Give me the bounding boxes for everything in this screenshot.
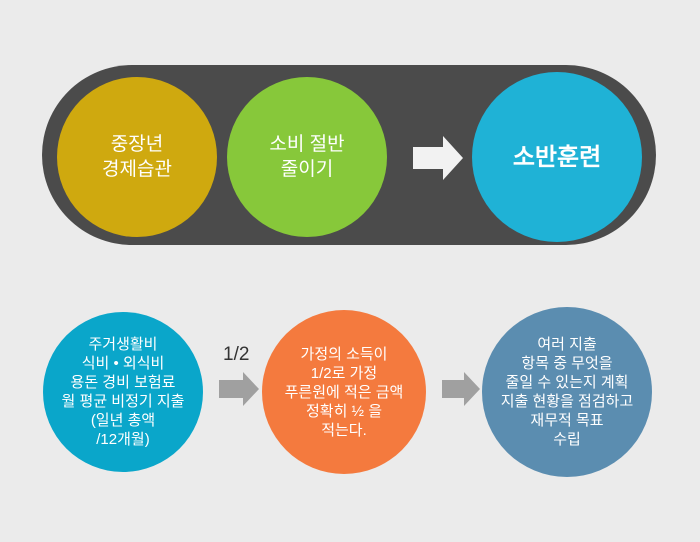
step-text: 수립 [553,431,581,448]
step-text: 줄일 수 있는지 계획 [505,374,629,391]
step-record-half-income: 가정의 소득이 1/2로 가정 푸른원에 적은 금액 정확히 ½ 을 적는다. [262,310,426,474]
step-text: 식비 • 외식비 [81,355,165,372]
step-text: /12개월) [96,431,150,448]
step-text: 1/2로 가정 [310,364,378,382]
step-text: 중장년 [110,134,164,155]
step-text: 월 평균 비정기 지출 [61,393,185,410]
step-text: 푸른원에 적은 금액 [284,383,404,401]
step-text: 적는다. [321,421,367,439]
step-text: 소비 절반 [269,134,345,155]
step-text: 줄이기 [280,159,334,180]
step-text: 용돈 경비 보험료 [70,374,176,391]
arrow-label: 1/2 [223,344,250,365]
step-sobaN-training: 소반훈련 [472,72,642,242]
step-text: 소반훈련 [512,143,602,171]
arrow-right-icon [413,136,463,180]
step-halve-spending: 소비 절반 줄이기 [227,77,387,237]
step-midlife-habits: 중장년 경제습관 [57,77,217,237]
step-text: 정확히 ½ 을 [305,402,383,420]
arrow-right-icon [442,372,480,406]
step-text: (일년 총액 [90,412,156,429]
step-plan-goals: 여러 지출 항목 중 무엇을 줄일 수 있는지 계획 지출 현황을 점검하고 재… [482,307,652,477]
step-text: 재무적 목표 [530,412,604,429]
step-text: 가정의 소득이 [300,345,388,363]
step-text: 주거생활비 [88,336,158,353]
arrow-right-icon [219,372,259,406]
step-text: 항목 중 무엇을 [521,355,613,372]
step-text: 여러 지출 [537,336,597,353]
step-text: 지출 현황을 점검하고 [500,393,634,410]
step-text: 경제습관 [102,159,172,180]
step-monthly-expenses: 주거생활비 식비 • 외식비 용돈 경비 보험료 월 평균 비정기 지출 (일년… [43,312,203,472]
